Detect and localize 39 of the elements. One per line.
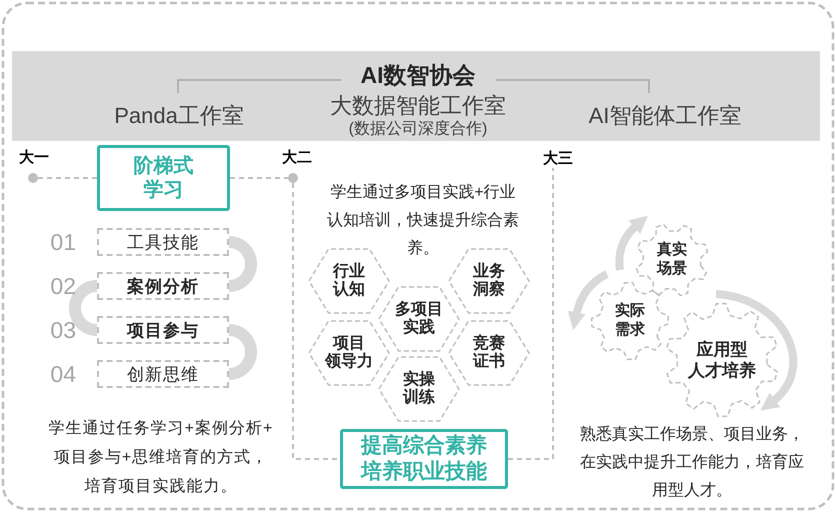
studio-name: 大数据智能工作室 [330, 92, 506, 120]
timeline-dot [288, 173, 298, 183]
studio-name: Panda工作室 [114, 102, 244, 130]
step-number: 02 [50, 272, 76, 300]
step-number: 04 [50, 360, 76, 388]
association-title: AI数智协会 [360, 62, 476, 90]
studio-name: AI智能体工作室 [588, 102, 742, 130]
description-text: 学生通过任务学习+案例分析+项目参与+思维培育的方式，培育项目实践能力。 [48, 418, 274, 497]
hexagon: 行业认知 [308, 248, 390, 314]
step-number: 01 [50, 228, 76, 256]
stage-label: 大二 [282, 149, 312, 167]
step-box: 工具技能 [97, 228, 229, 256]
timeline-line [230, 177, 288, 179]
step-number: 03 [50, 316, 76, 344]
timeline-line [508, 168, 554, 460]
timeline-dot [28, 173, 38, 183]
step-box: 项目参与 [97, 316, 229, 344]
hexagon: 多项目实践 [378, 286, 460, 352]
header-band [12, 51, 820, 141]
highlight-box: 阶梯式学习 [97, 145, 230, 211]
timeline-line [292, 183, 340, 460]
highlight-box: 提高综合素养培养职业技能 [340, 429, 508, 489]
curved-connector [228, 236, 257, 292]
curved-connector [69, 280, 98, 336]
gear: 真实场景 [634, 222, 710, 298]
hexagon: 项目领导力 [308, 320, 390, 386]
step-box: 创新思维 [97, 360, 229, 388]
description-text: 熟悉真实工作场景、项目业务，在实践中提升工作能力，培育应用型人才。 [579, 424, 805, 501]
gear: 应用型人才培养 [664, 302, 780, 418]
timeline-line [38, 177, 97, 179]
gear: 实际需求 [590, 281, 670, 361]
curved-connector [228, 324, 257, 380]
stage-label: 大一 [19, 149, 49, 167]
hexagon: 业务洞察 [448, 248, 530, 314]
hexagon: 实操训练 [378, 356, 460, 422]
step-box: 案例分析 [97, 272, 229, 300]
studio-note: (数据公司深度合作) [348, 119, 488, 139]
hexagon: 竞赛证书 [448, 320, 530, 386]
stage-label: 大三 [543, 150, 573, 168]
